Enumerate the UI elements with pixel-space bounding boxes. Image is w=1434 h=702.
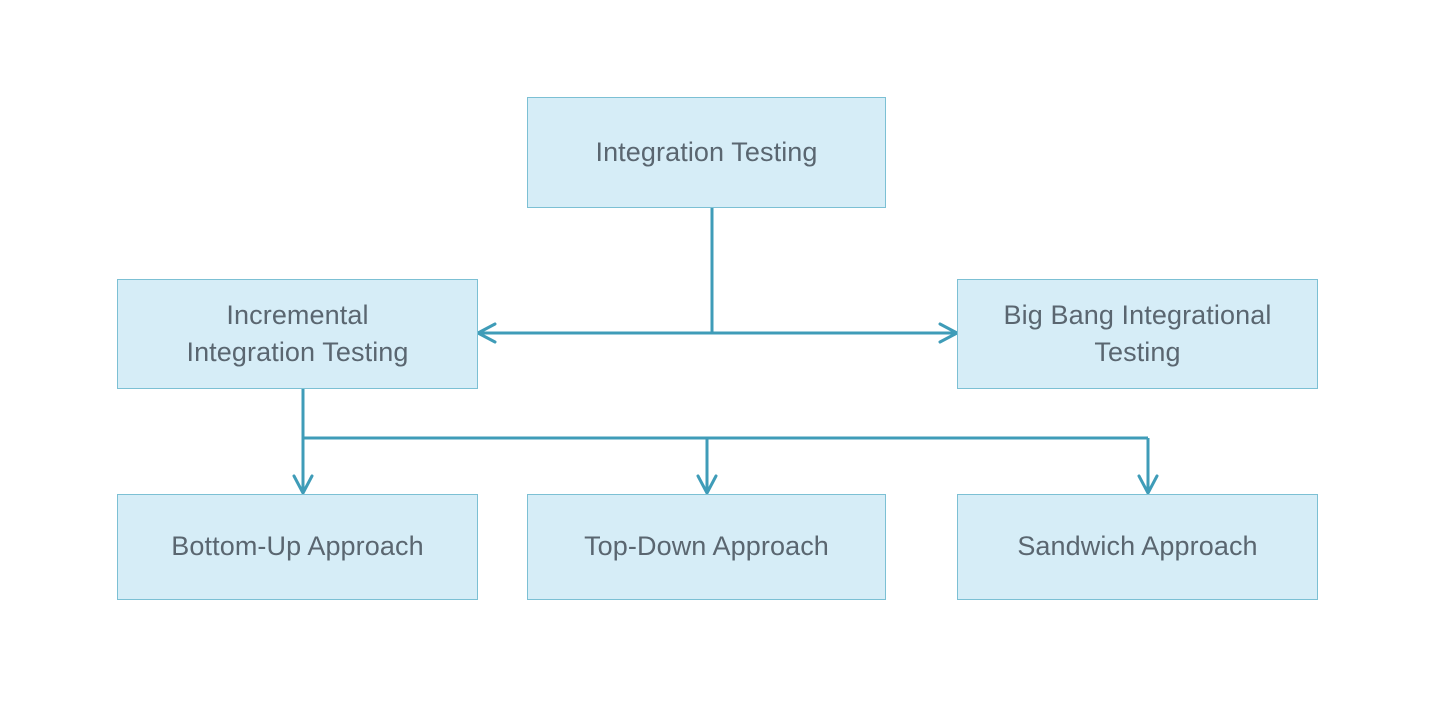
arrowhead-to-top-down <box>696 474 718 495</box>
arrowhead-to-incremental <box>476 322 497 344</box>
arrowhead-to-sandwich <box>1137 474 1159 495</box>
arrowhead-to-bottom-up <box>292 474 314 495</box>
node-label: Big Bang Integrational Testing <box>1003 299 1272 367</box>
node-label: Top-Down Approach <box>584 531 829 562</box>
node-label: Bottom-Up Approach <box>171 531 424 562</box>
node-bottom-up-approach[interactable]: Bottom-Up Approach <box>117 494 478 600</box>
node-integration-testing[interactable]: Integration Testing <box>527 97 886 208</box>
arrowhead-to-bigbang <box>938 322 959 344</box>
node-sandwich-approach[interactable]: Sandwich Approach <box>957 494 1318 600</box>
node-label: Integration Testing <box>595 136 818 167</box>
node-incremental-integration-testing[interactable]: Incremental Integration Testing <box>117 279 478 389</box>
node-label: Sandwich Approach <box>1017 531 1258 562</box>
node-top-down-approach[interactable]: Top-Down Approach <box>527 494 886 600</box>
node-big-bang-integrational-testing[interactable]: Big Bang Integrational Testing <box>957 279 1318 389</box>
node-label: Incremental Integration Testing <box>186 299 409 367</box>
